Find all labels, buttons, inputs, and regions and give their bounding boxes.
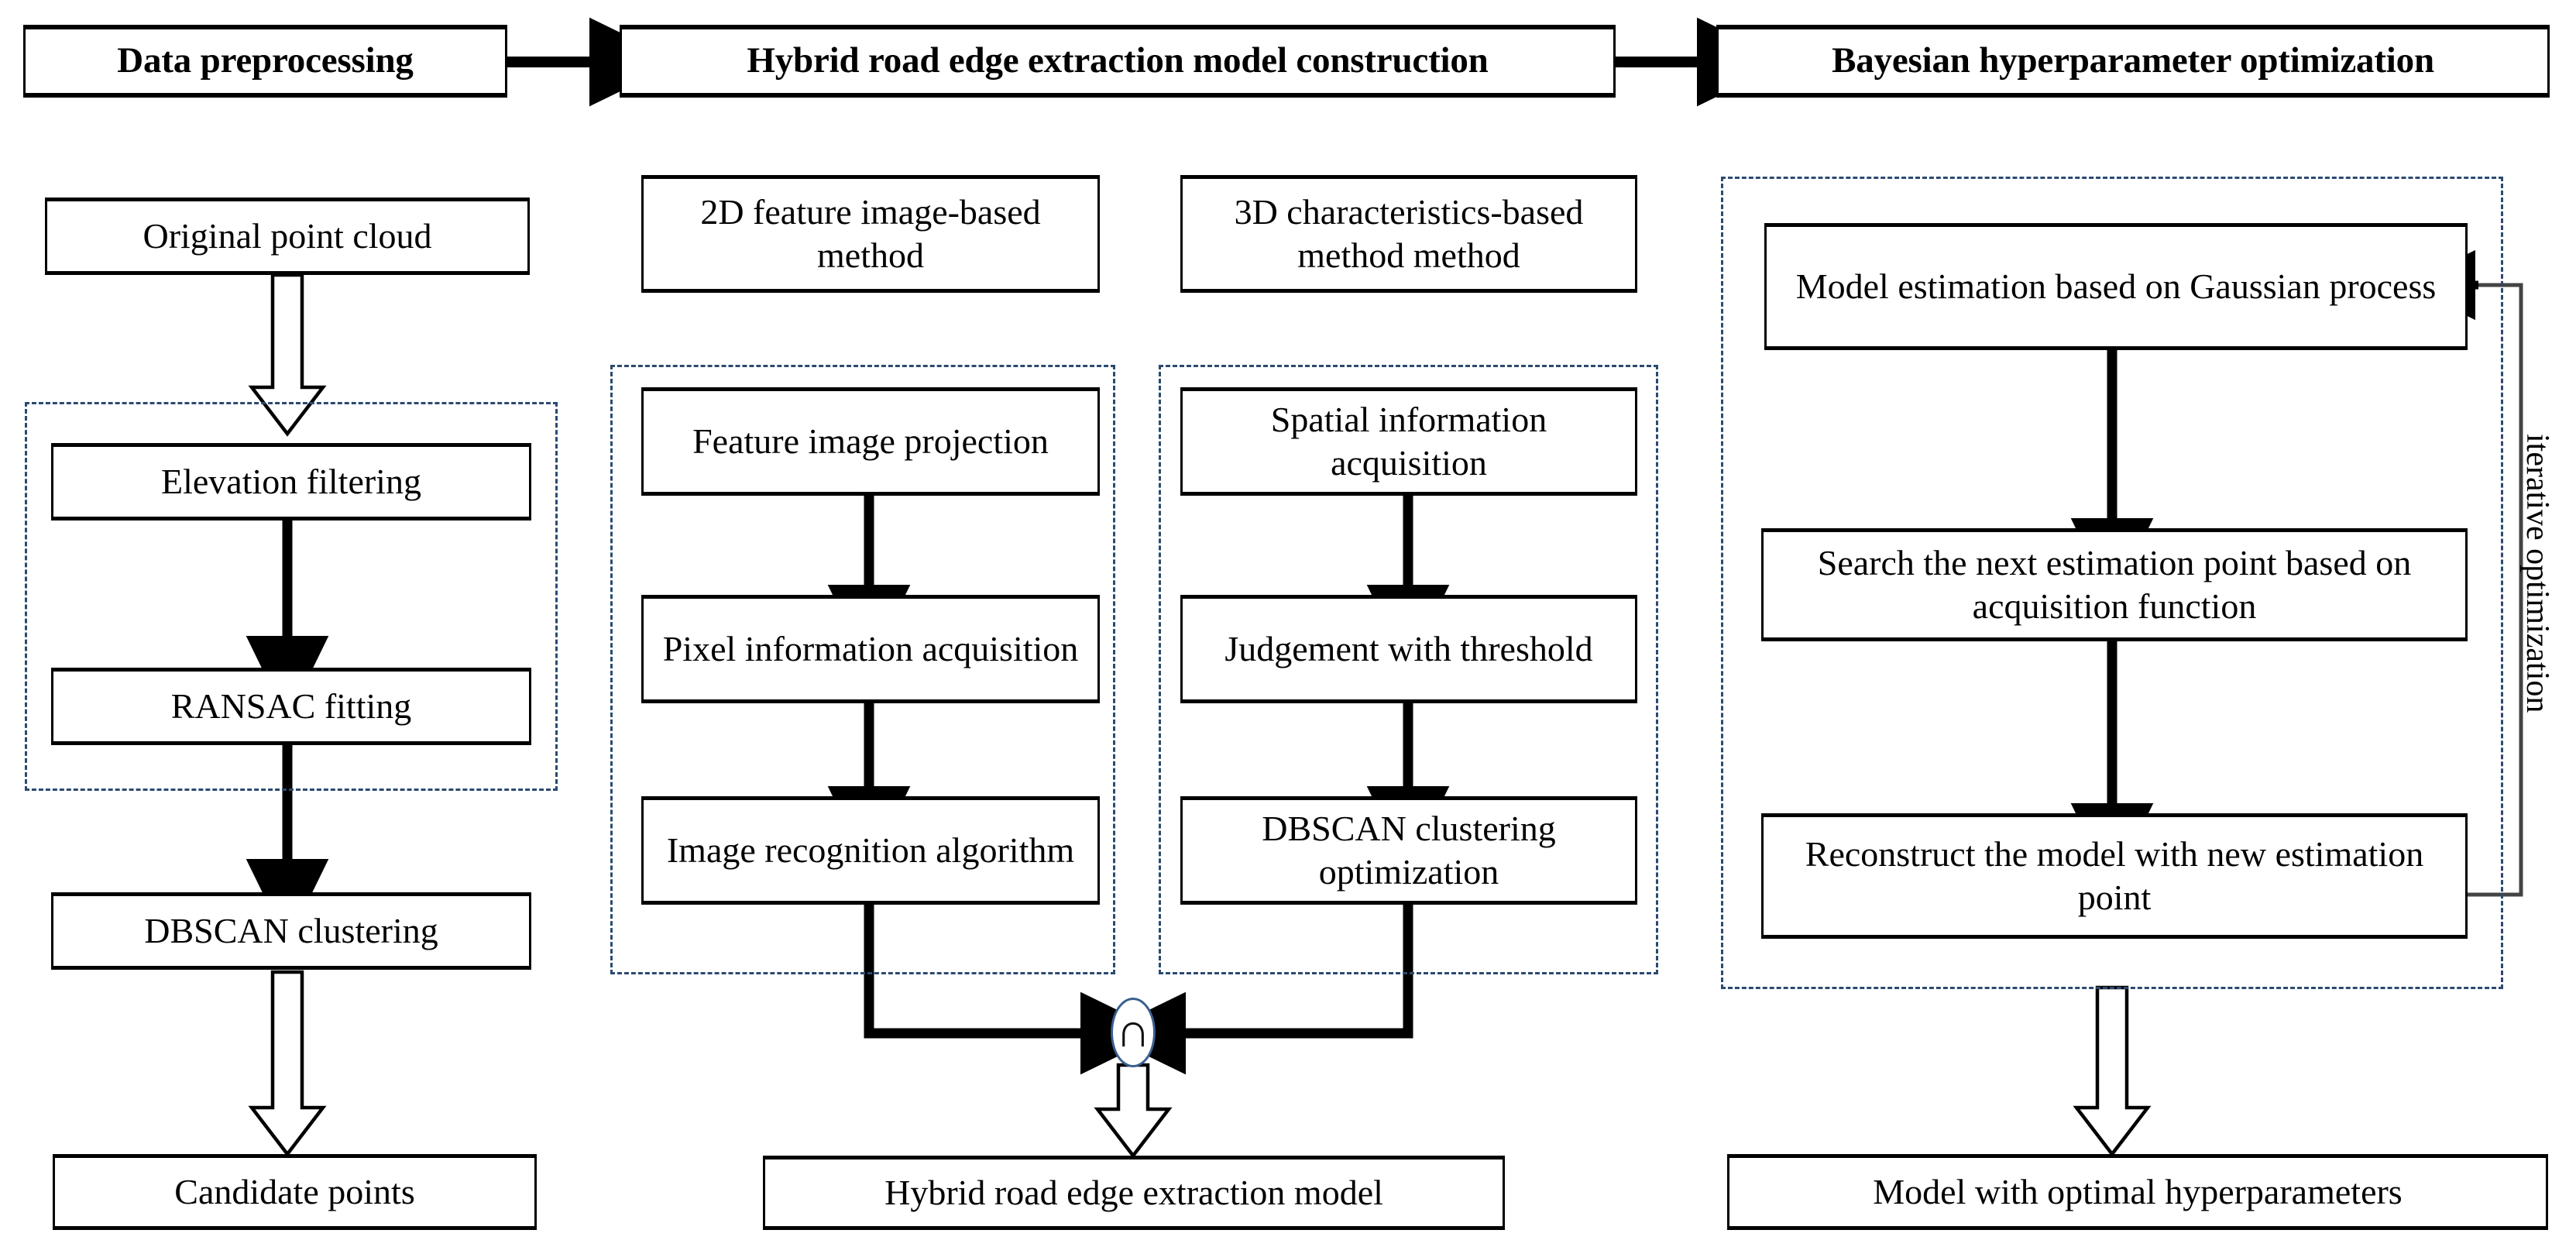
box-2d-method-title[interactable]: 2D feature image-based method — [641, 175, 1100, 293]
box-elevation-filtering[interactable]: Elevation filtering — [51, 443, 531, 520]
hollow-arrow-merge-to-hybrid-model — [1094, 1063, 1173, 1159]
label-original-point-cloud: Original point cloud — [143, 215, 432, 256]
box-dbscan-clustering[interactable]: DBSCAN clustering — [51, 892, 531, 970]
box-model-estimation-gaussian-process[interactable]: Model estimation based on Gaussian proce… — [1764, 223, 2468, 350]
box-reconstruct-model-new-point[interactable]: Reconstruct the model with new estimatio… — [1761, 813, 2468, 939]
box-spatial-information-acquisition[interactable]: Spatial information acquisition — [1180, 387, 1637, 496]
label-dbscan-clustering-optimization: DBSCAN clustering optimization — [1262, 808, 1556, 892]
label-reconstruct-model-new-point: Reconstruct the model with new estimatio… — [1805, 833, 2424, 917]
header-label-hybrid-model-construction: Hybrid road edge extraction model constr… — [747, 40, 1489, 81]
box-image-recognition-algorithm[interactable]: Image recognition algorithm — [641, 796, 1100, 905]
box-search-next-estimation-point[interactable]: Search the next estimation point based o… — [1761, 528, 2468, 641]
label-2d-method-title: 2D feature image-based method — [700, 191, 1041, 275]
label-candidate-points: Candidate points — [174, 1171, 415, 1211]
box-pixel-information-acquisition[interactable]: Pixel information acquisition — [641, 595, 1100, 703]
label-iterative-optimization: iterative optimization — [2519, 434, 2555, 713]
group-frame-2d-method — [610, 365, 1115, 974]
label-model-optimal-hyperparameters: Model with optimal hyperparameters — [1873, 1171, 2403, 1211]
label-ransac-fitting: RANSAC fitting — [170, 685, 412, 726]
label-model-estimation-gaussian-process: Model estimation based on Gaussian proce… — [1795, 266, 2437, 306]
header-box-hybrid-model-construction[interactable]: Hybrid road edge extraction model constr… — [620, 25, 1616, 98]
header-label-bayesian-optimization: Bayesian hyperparameter optimization — [1832, 40, 2434, 81]
box-model-optimal-hyperparameters[interactable]: Model with optimal hyperparameters — [1727, 1154, 2548, 1230]
box-3d-method-title[interactable]: 3D characteristics-based method method — [1180, 175, 1637, 293]
label-image-recognition-algorithm: Image recognition algorithm — [666, 830, 1075, 870]
label-3d-method-title: 3D characteristics-based method method — [1234, 191, 1584, 275]
box-dbscan-clustering-optimization[interactable]: DBSCAN clustering optimization — [1180, 796, 1637, 905]
label-judgement-with-threshold: Judgement with threshold — [1224, 628, 1593, 668]
header-box-data-preprocessing[interactable]: Data preprocessing — [23, 25, 507, 98]
merge-node-symbol: ∩ — [1115, 1004, 1151, 1057]
merge-node-intersection[interactable]: ∩ — [1111, 998, 1156, 1067]
label-dbscan-clustering: DBSCAN clustering — [144, 910, 438, 950]
label-pixel-information-acquisition: Pixel information acquisition — [662, 628, 1079, 668]
label-feature-image-projection: Feature image projection — [692, 421, 1049, 461]
box-ransac-fitting[interactable]: RANSAC fitting — [51, 668, 531, 745]
hollow-arrow-bayesian-to-output — [2073, 985, 2152, 1157]
box-feature-image-projection[interactable]: Feature image projection — [641, 387, 1100, 496]
box-hybrid-road-edge-extraction-model[interactable]: Hybrid road edge extraction model — [763, 1156, 1505, 1230]
label-spatial-information-acquisition: Spatial information acquisition — [1270, 399, 1547, 483]
header-box-bayesian-optimization[interactable]: Bayesian hyperparameter optimization — [1716, 25, 2550, 98]
box-candidate-points[interactable]: Candidate points — [53, 1154, 537, 1230]
box-judgement-with-threshold[interactable]: Judgement with threshold — [1180, 595, 1637, 703]
label-search-next-estimation-point: Search the next estimation point based o… — [1817, 542, 2412, 626]
label-elevation-filtering: Elevation filtering — [161, 461, 421, 501]
header-label-data-preprocessing: Data preprocessing — [117, 40, 414, 81]
hollow-arrow-preprocessing-to-candidate — [248, 970, 327, 1157]
label-hybrid-road-edge-extraction-model: Hybrid road edge extraction model — [884, 1172, 1383, 1212]
box-original-point-cloud[interactable]: Original point cloud — [45, 198, 530, 275]
